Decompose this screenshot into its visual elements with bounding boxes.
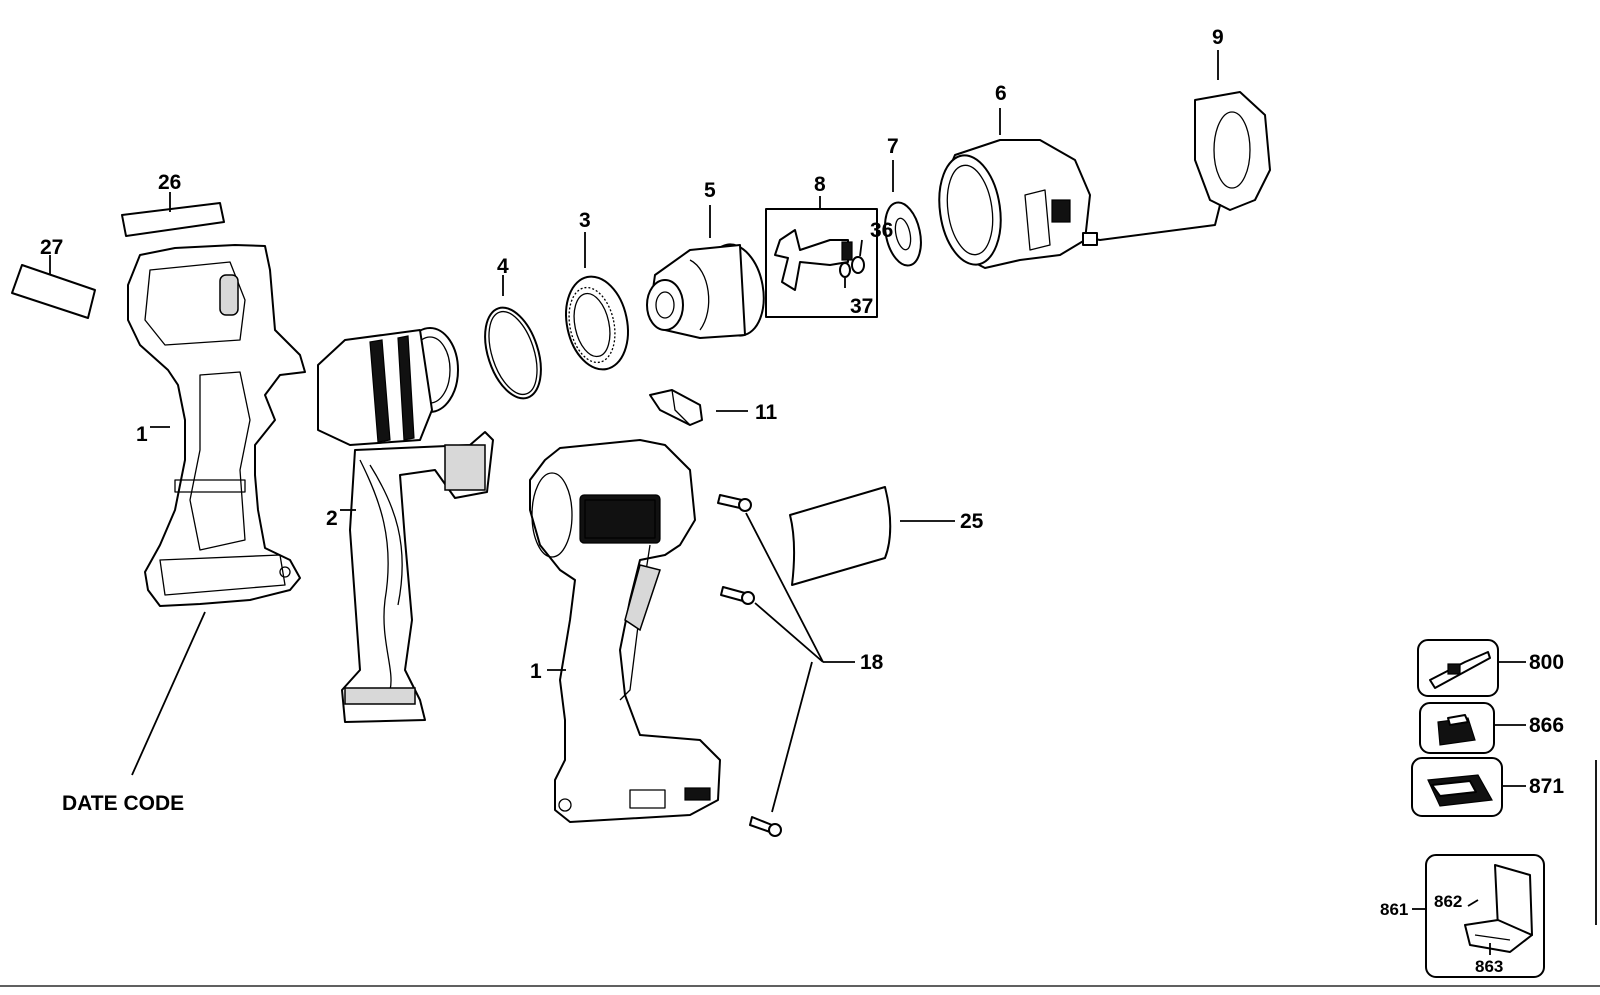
anvil-assembly-8 [765, 196, 878, 318]
label-sticker-25 [789, 486, 955, 586]
callout-26: 26 [158, 171, 182, 194]
label-sticker-27 [11, 255, 96, 319]
callout-9: 9 [1212, 26, 1224, 49]
callout-871: 871 [1529, 775, 1565, 798]
accessory-866-battery [1419, 702, 1526, 754]
callout-5: 5 [704, 179, 716, 202]
callout-1-right: 1 [530, 660, 542, 683]
callout-800: 800 [1529, 651, 1565, 674]
callout-3: 3 [579, 209, 591, 232]
housing-left-half [127, 244, 306, 776]
callout-866: 866 [1529, 714, 1565, 737]
housing-right-half [529, 439, 721, 823]
accessory-861-kit-box [1412, 854, 1545, 978]
callout-2: 2 [326, 507, 338, 530]
callout-863: 863 [1475, 957, 1504, 976]
callout-11: 11 [755, 401, 778, 424]
callout-27: 27 [40, 236, 64, 259]
callout-1-left: 1 [136, 423, 148, 446]
callout-36: 36 [870, 219, 894, 242]
callout-37: 37 [850, 295, 874, 318]
nose-housing-6 [938, 108, 1091, 269]
label-sticker-26 [121, 192, 225, 237]
callout-4: 4 [497, 255, 509, 278]
callout-18: 18 [860, 651, 884, 674]
ring-gear-3 [565, 232, 629, 371]
date-code-label: DATE CODE [62, 792, 185, 815]
callout-862: 862 [1434, 892, 1463, 911]
callout-6: 6 [995, 82, 1007, 105]
o-ring-4 [484, 275, 542, 400]
callout-25: 25 [960, 510, 984, 533]
screws-18 [717, 494, 855, 837]
gear-housing-5 [646, 205, 765, 339]
accessory-871-charger [1411, 757, 1526, 817]
accessory-800 [1417, 639, 1526, 697]
callout-7: 7 [887, 135, 899, 158]
callout-861: 861 [1380, 900, 1409, 919]
motor-switch-assembly [317, 327, 494, 723]
washer-7 [884, 160, 922, 267]
clip-11 [649, 389, 748, 426]
callout-8: 8 [814, 173, 826, 196]
led-ring-9 [1082, 50, 1271, 246]
